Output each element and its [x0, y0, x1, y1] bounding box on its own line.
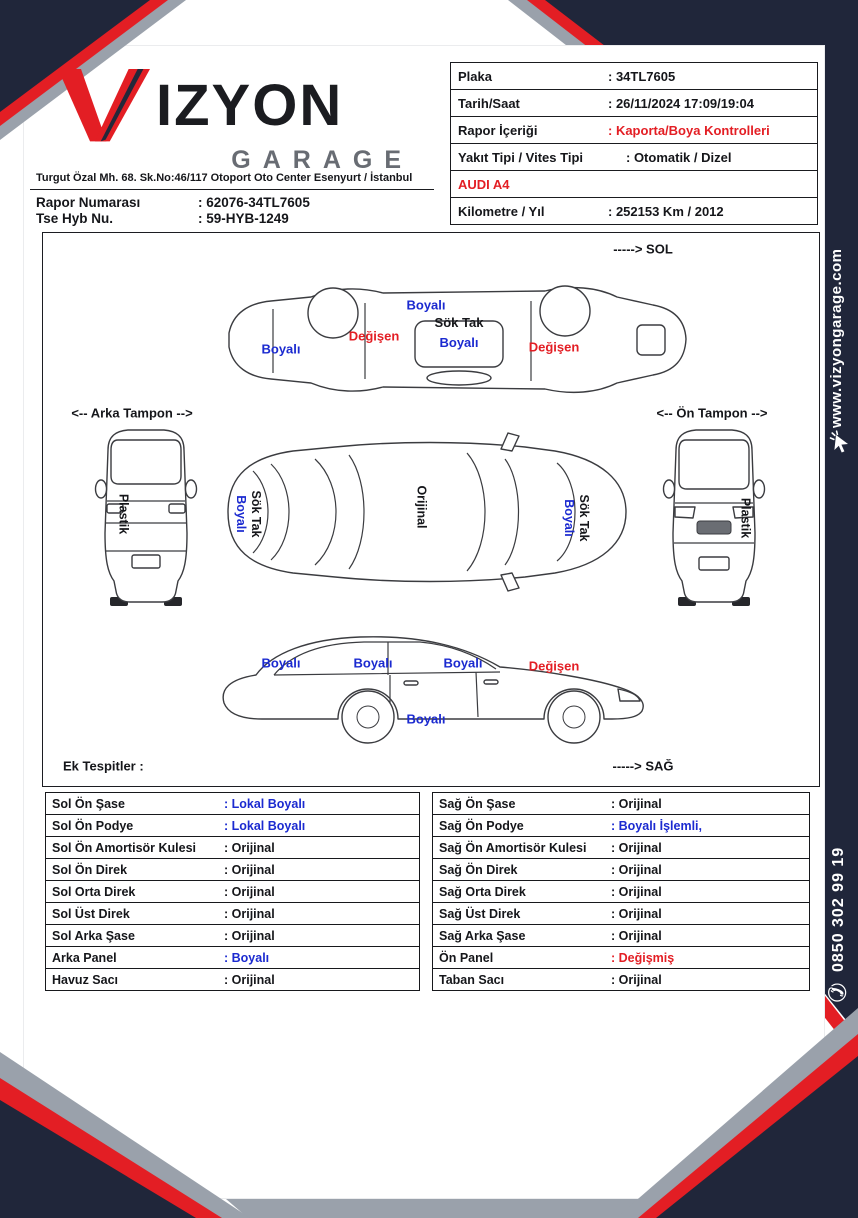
report-number-value: : 62076-34TL7605	[198, 194, 310, 210]
table-row: Sol Ön Podye: Lokal Boyalı	[45, 814, 420, 837]
car-side-view	[222, 636, 644, 744]
info-row-arac-model: AUDI A4	[450, 170, 818, 198]
sidebar-website: www.vizyongarage.com	[828, 248, 845, 429]
annotation-soktak-boyali: Sök Tak Boyalı	[434, 315, 484, 350]
annotation-boyali: Boyalı	[261, 655, 301, 671]
annotation-boyali: Boyalı	[443, 655, 483, 671]
table-row: Sağ Ön Direk: Orijinal	[432, 858, 810, 881]
logo: IZYON	[58, 64, 343, 148]
table-row: Sol Ön Şase: Lokal Boyalı	[45, 792, 420, 815]
tse-number-row: Tse Hyb Nu. : 59-HYB-1249	[36, 210, 310, 226]
car-top-view	[227, 432, 627, 592]
car-underbody-view	[228, 285, 687, 394]
info-row-plaka: Plaka : 34TL7605	[450, 62, 818, 90]
company-address: Turgut Özal Mh. 68. Sk.No:46/117 Otoport…	[36, 172, 413, 184]
ek-tespitler-label: Ek Tespitler :	[63, 758, 144, 774]
table-row: Sağ Ön Podye: Boyalı İşlemli,	[432, 814, 810, 837]
table-row: Ön Panel: Değişmiş	[432, 946, 810, 969]
annotation-soktak-boyali-right: Sök Tak Boyalı	[562, 494, 591, 542]
sol-direction-label: -----> SOL	[613, 241, 673, 257]
table-row: Sol Üst Direk: Orijinal	[45, 902, 420, 925]
annotation-boyali: Boyalı	[406, 297, 446, 313]
cursor-click-icon	[828, 430, 852, 459]
table-row: Taban Sacı: Orijinal	[432, 968, 810, 991]
table-row: Sağ Arka Şase: Orijinal	[432, 924, 810, 947]
tse-number-value: : 59-HYB-1249	[198, 210, 289, 226]
phone-icon: ✆	[822, 982, 850, 1003]
info-row-yakit-vites: Yakıt Tipi / Vites Tipi : Otomatik / Diz…	[450, 143, 818, 171]
sag-direction-label: -----> SAĞ	[612, 758, 674, 774]
annotation-boyali: Boyalı	[406, 711, 446, 727]
body-paint-diagram: -----> SOL <-- Arka Tampon --> <-- Ön Ta…	[42, 232, 820, 787]
table-row: Sağ Orta Direk: Orijinal	[432, 880, 810, 903]
table-row: Sağ Ön Amortisör Kulesi: Orijinal	[432, 836, 810, 859]
annotation-degisen: Değişen	[528, 658, 580, 674]
report-number-row: Rapor Numarası : 62076-34TL7605	[36, 194, 310, 210]
info-row-rapor-icerigi: Rapor İçeriği : Kaporta/Boya Kontrolleri	[450, 116, 818, 144]
report-number-label: Rapor Numarası	[36, 194, 141, 210]
tse-number-label: Tse Hyb Nu.	[36, 210, 114, 226]
logo-v-icon	[58, 69, 150, 142]
left-panel-table: Sol Ön Şase: Lokal Boyalı Sol Ön Podye: …	[45, 792, 420, 991]
annotation-soktak-boyali-left: Sök Tak Boyalı	[234, 490, 263, 538]
table-row: Sol Ön Direk: Orijinal	[45, 858, 420, 881]
info-row-kilometre: Kilometre / Yıl : 252153 Km / 2012	[450, 197, 818, 225]
on-tampon-label: <-- Ön Tampon -->	[656, 405, 768, 421]
report-numbers: Rapor Numarası : 62076-34TL7605 Tse Hyb …	[36, 194, 310, 226]
annotation-boyali: Boyalı	[353, 655, 393, 671]
arka-tampon-label: <-- Arka Tampon -->	[71, 405, 193, 421]
annotation-orijinal: Orijinal	[414, 485, 429, 529]
table-row: Sol Orta Direk: Orijinal	[45, 880, 420, 903]
logo-subtitle: GARAGE	[231, 146, 413, 174]
header-divider	[30, 189, 434, 190]
annotation-degisen: Değişen	[348, 328, 400, 344]
annotation-plastik-left: Plastik	[116, 493, 131, 535]
table-row: Sol Arka Şase: Orijinal	[45, 924, 420, 947]
table-row: Sol Ön Amortisör Kulesi: Orijinal	[45, 836, 420, 859]
right-panel-table: Sağ Ön Şase: Orijinal Sağ Ön Podye: Boya…	[432, 792, 810, 991]
vehicle-info-table: Plaka : 34TL7605 Tarih/Saat : 26/11/2024…	[450, 62, 818, 225]
annotation-degisen: Değişen	[528, 339, 580, 355]
annotation-plastik-right: Plastik	[738, 497, 753, 539]
annotation-boyali: Boyalı	[261, 341, 301, 357]
table-row: Arka Panel: Boyalı	[45, 946, 420, 969]
table-row: Sağ Ön Şase: Orijinal	[432, 792, 810, 815]
car-rear-view	[94, 429, 198, 606]
table-row: Sağ Üst Direk: Orijinal	[432, 902, 810, 925]
table-row: Havuz Sacı: Orijinal	[45, 968, 420, 991]
car-front-view	[662, 429, 766, 606]
logo-wordmark: IZYON	[156, 73, 344, 138]
sidebar-phone-number: 0850 302 99 19	[830, 846, 847, 972]
info-row-tarih: Tarih/Saat : 26/11/2024 17:09/19:04	[450, 89, 818, 117]
